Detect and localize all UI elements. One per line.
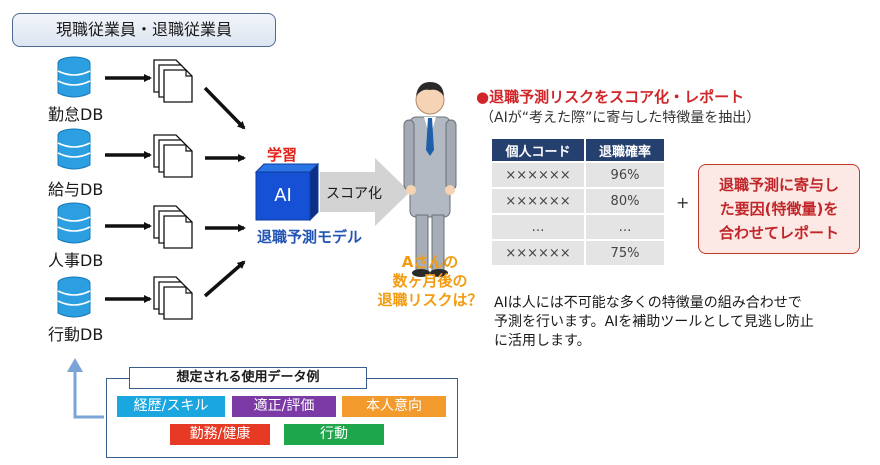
usage-data-box [106,378,458,458]
table-row: ×××××× 96% [492,163,664,187]
usage-tag-career: 経歴/スキル [117,396,225,417]
risk-question: Aさんの 数ヶ月後の 退職リスクは？ [370,253,490,310]
table-header: 退職確率 [586,139,664,161]
score-label: スコア化 [326,186,382,202]
table-header: 個人コード [492,139,584,161]
usage-data-title: 想定される使用データ例 [129,367,367,389]
feedback-arrow-head [67,358,83,372]
risk-score-table: 個人コード 退職確率 ×××××× 96% ×××××× 80% … … ×××… [490,137,666,267]
score-arrow [320,158,410,226]
report-heading: ●退職予測リスクをスコア化・レポート [476,88,745,106]
table-cell: 75% [586,241,664,265]
table-row: ×××××× 75% [492,241,664,265]
db-icon-kintai [57,56,91,98]
person-icon [403,82,457,277]
db-label: 勤怠DB [48,105,104,124]
page-title: 現職従業員・退職従業員 [12,13,276,47]
question-line: Aさんの [401,253,459,271]
question-line: 退職リスクは？ [377,291,483,309]
report-subheading: （AIが“考えた際”に寄与した特徴量を抽出） [480,110,761,126]
description-text: AIは人には不可能な多くの特徴量の組み合わせで 予測を行います。AIを補助ツール… [494,294,869,351]
ai-cube-icon [254,162,320,222]
db-icon-jinji [57,202,91,244]
report-box-line: 合わせてレポート [718,224,839,242]
table-cell: ×××××× [492,189,584,213]
usage-tag-behavior: 行動 [284,424,384,445]
learning-label: 学習 [267,146,298,164]
document-stack-icon [153,134,193,178]
db-icon-kodo [57,276,91,318]
table-cell: 80% [586,189,664,213]
db-label: 行動DB [48,325,104,344]
report-box-line: た要因(特徴量)を [719,200,839,218]
table-row: … … [492,215,664,239]
arrow-to-model [203,260,246,298]
document-stack-icon [153,205,193,249]
table-cell: ×××××× [492,163,584,187]
question-line: 数ヶ月後の [392,272,468,290]
usage-tag-aptitude: 適正/評価 [232,396,336,417]
table-cell: 96% [586,163,664,187]
db-label: 人事DB [48,251,104,270]
model-label: 退職予測モデル [257,228,363,246]
table-cell: ×××××× [492,241,584,265]
db-icon-kyuyo [57,128,91,170]
usage-tag-attendance-health: 勤務/健康 [170,424,270,445]
arrow-to-model [203,86,246,130]
table-header-row: 個人コード 退職確率 [492,139,664,161]
ai-cube-text: AI [274,185,292,206]
report-box-line: 退職予測に寄与し [718,176,839,194]
document-stack-icon [153,59,193,103]
db-label: 給与DB [48,180,104,199]
plus-sign: + [676,193,690,212]
factor-report-box: 退職予測に寄与し た要因(特徴量)を 合わせてレポート [698,164,860,254]
table-row: ×××××× 80% [492,189,664,213]
table-cell: … [586,215,664,239]
description-line: AIは人には不可能な多くの特徴量の組み合わせで [494,295,802,311]
usage-tag-intention: 本人意向 [342,396,446,417]
document-stack-icon [153,276,193,320]
feedback-arrow [73,370,104,419]
table-cell: … [492,215,584,239]
description-line: 予測を行います。AIを補助ツールとして見逃し防止 [494,314,814,330]
description-line: に活用します。 [494,333,591,349]
